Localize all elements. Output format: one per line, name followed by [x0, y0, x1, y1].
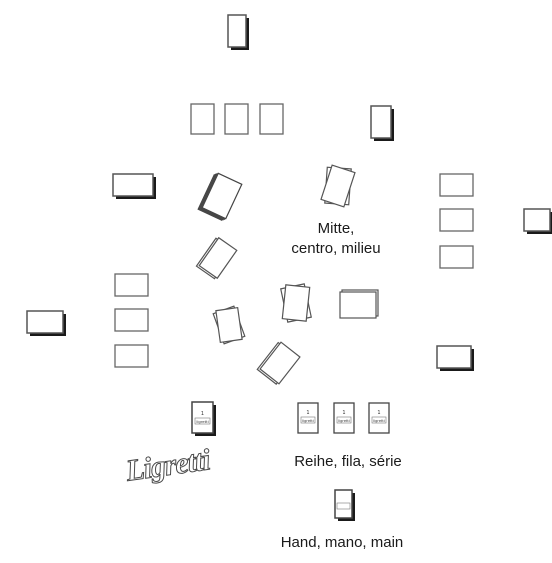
- top-player-row: [190, 103, 284, 135]
- left-player-hand-card[interactable]: [26, 310, 66, 336]
- left-row-card-2[interactable]: [114, 308, 149, 332]
- left-row-card-1[interactable]: [114, 273, 149, 297]
- row-card-brand: ligretti: [338, 419, 350, 423]
- ligretti-card-number: 1: [201, 411, 204, 417]
- row-card-brand: ligretti: [373, 419, 385, 423]
- ligretti-card-brand: ligretti: [196, 419, 208, 424]
- bottom-row-card-2[interactable]: 1 ligretti: [333, 402, 355, 434]
- center-label: Mitte, centro, milieu: [291, 220, 381, 257]
- center-pile-6[interactable]: [212, 305, 246, 345]
- right-player-hand-card[interactable]: [523, 208, 552, 234]
- row-card-number: 1: [306, 410, 309, 416]
- left-player-row: [114, 273, 149, 368]
- top-right-player-hand-card[interactable]: [370, 105, 394, 141]
- center-pile-4[interactable]: [280, 283, 312, 323]
- left-upper-player-hand-card[interactable]: [112, 173, 156, 199]
- bottom-player-hand-card[interactable]: [334, 489, 355, 521]
- row-label: Reihe, fila, série: [294, 453, 402, 470]
- ligretti-stack[interactable]: 1 ligretti: [191, 401, 216, 436]
- top-row-card-2[interactable]: [224, 103, 249, 135]
- top-row-card-1[interactable]: [190, 103, 215, 135]
- row-card-brand: ligretti: [302, 419, 314, 423]
- row-card-number: 1: [342, 410, 345, 416]
- center-pile-5[interactable]: [339, 289, 379, 319]
- right-player-row: [439, 173, 474, 269]
- bottom-row-card-3[interactable]: 1 ligretti: [368, 402, 390, 434]
- right-row-card-2[interactable]: [439, 208, 474, 232]
- center-pile-2[interactable]: [316, 162, 359, 211]
- top-row-card-3[interactable]: [259, 103, 284, 135]
- center-pile-3[interactable]: [195, 236, 238, 280]
- left-row-card-3[interactable]: [114, 344, 149, 368]
- hand-label: Hand, mano, main: [280, 534, 404, 551]
- row-card-number: 1: [377, 410, 380, 416]
- right-lower-player-hand-card[interactable]: [436, 345, 474, 371]
- right-row-card-1[interactable]: [439, 173, 474, 197]
- center-pile-7[interactable]: [256, 341, 301, 385]
- center-pile-1[interactable]: [197, 172, 243, 221]
- bottom-row-card-1[interactable]: 1 ligretti: [297, 402, 319, 434]
- right-row-card-3[interactable]: [439, 245, 474, 269]
- top-player-hand-card[interactable]: [227, 14, 249, 50]
